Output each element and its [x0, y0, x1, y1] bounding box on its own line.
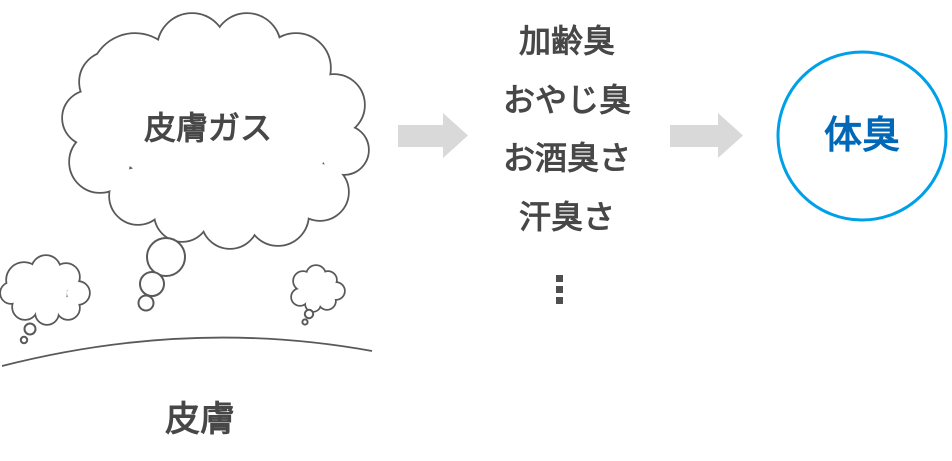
- small-cloud-left: [0, 254, 91, 345]
- odor-item: お酒臭さ: [502, 140, 631, 177]
- odor-item: 加齢臭: [518, 23, 615, 59]
- bubble: [23, 322, 37, 336]
- flow-arrow-left-icon: [398, 113, 468, 158]
- thought-cloud: [61, 12, 370, 312]
- bubble: [139, 271, 165, 297]
- flow-arrow-right-icon: [670, 113, 743, 158]
- odor-item: おやじ臭: [502, 81, 631, 118]
- bubble: [137, 294, 155, 312]
- odor-list: 加齢臭 おやじ臭 お酒臭さ 汗臭さ: [467, 12, 667, 247]
- vertical-ellipsis-icon: [556, 275, 563, 304]
- skin-gas-label: 皮膚ガス: [143, 110, 272, 146]
- small-cloud-right: [290, 264, 346, 326]
- bubble: [303, 308, 315, 320]
- bubble: [301, 318, 309, 326]
- bubble: [19, 335, 29, 345]
- body-odor-label: 体臭: [823, 115, 900, 157]
- odor-item: 汗臭さ: [518, 199, 615, 236]
- bubble: [146, 237, 186, 277]
- result-circle: [776, 50, 948, 222]
- skin-label: 皮膚: [164, 400, 235, 439]
- skin-surface-line: [1, 336, 373, 367]
